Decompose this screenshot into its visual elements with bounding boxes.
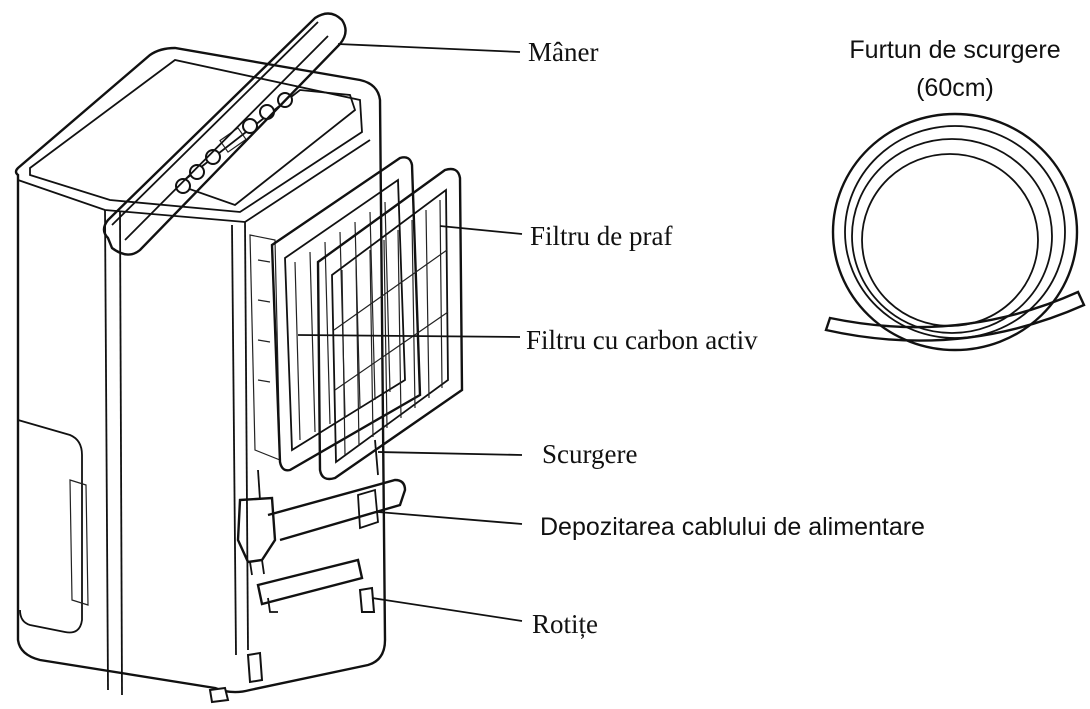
label-dust-filter: Filtru de praf bbox=[530, 221, 672, 251]
label-cable-storage: Depozitarea cablului de alimentare bbox=[540, 513, 925, 541]
label-hose-title: Furtun de scurgere bbox=[849, 36, 1060, 64]
cable-storage-leader bbox=[377, 511, 523, 525]
label-carbon-filter: Filtru cu carbon activ bbox=[526, 325, 758, 355]
handle bbox=[102, 12, 347, 256]
label-wheels: Rotițe bbox=[532, 609, 598, 639]
label-handle: Mâner bbox=[528, 37, 598, 67]
control-panel bbox=[175, 89, 357, 207]
handle-leader bbox=[337, 43, 521, 53]
carbon-filter-leader bbox=[297, 334, 521, 338]
carbon-filter-illustration bbox=[316, 167, 464, 481]
dehumidifier-illustration bbox=[14, 12, 464, 704]
drain-leader bbox=[377, 451, 523, 456]
dust-filter-leader bbox=[439, 225, 523, 235]
wheels-leader bbox=[371, 597, 523, 622]
leader-lines bbox=[297, 43, 523, 622]
power-cord-illustration bbox=[236, 469, 407, 613]
drain-hose-illustration bbox=[824, 112, 1086, 352]
wheels-illustration bbox=[208, 586, 376, 704]
label-drain: Scurgere bbox=[542, 439, 637, 469]
label-hose-length: (60cm) bbox=[916, 74, 994, 102]
